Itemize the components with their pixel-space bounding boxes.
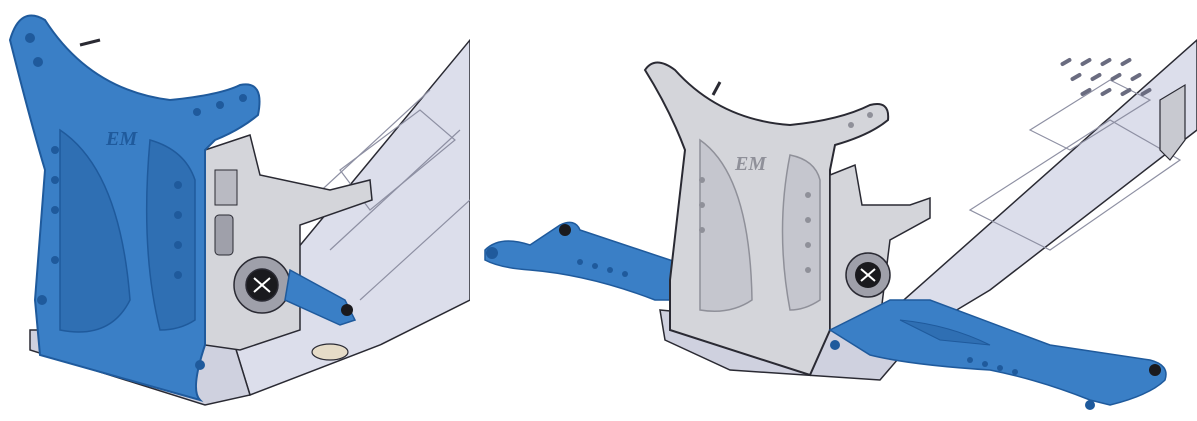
blue-shock-tower xyxy=(8,14,261,402)
left-render-svg: EM xyxy=(8,14,470,406)
vent-slots xyxy=(1060,58,1152,96)
link-pivot xyxy=(341,304,353,316)
left-render-image: EM xyxy=(0,0,470,421)
tower-pin xyxy=(79,38,101,47)
tower-logo: EM xyxy=(105,128,138,150)
blue-link-arm xyxy=(284,268,357,326)
right-render-svg: EM xyxy=(484,38,1197,410)
aluminium-bulkhead xyxy=(829,163,931,331)
aluminium-shock-tower xyxy=(643,61,890,377)
aluminium-bulkhead xyxy=(204,134,373,351)
tower-pin xyxy=(711,81,722,96)
right-blue-suspension-arm xyxy=(828,299,1167,410)
right-render-image: EM xyxy=(470,0,1197,421)
left-blue-suspension-arm xyxy=(484,221,691,301)
tower-logo: EM xyxy=(734,153,767,175)
